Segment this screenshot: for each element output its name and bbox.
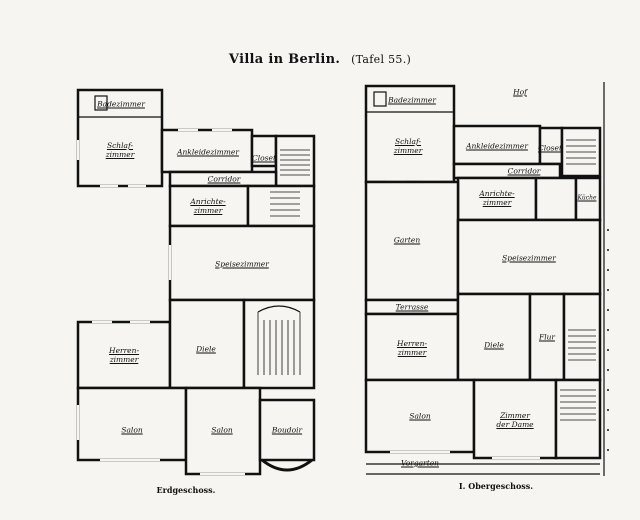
title-sub: (Tafel 55.): [351, 53, 412, 66]
label-u-hof: Hof: [513, 87, 527, 97]
label-g-anrichtezimmer: Anrichte- zimmer: [190, 197, 226, 215]
label-u-closet: Closet: [538, 143, 562, 153]
label-u-herrenzimmer: Herren- zimmer: [397, 339, 427, 357]
label-g-boudoir: Boudoir: [271, 425, 303, 435]
label-u-anrichtezimmer: Anrichte- zimmer: [479, 189, 515, 207]
g-schlaf-block: [76, 88, 164, 188]
label-u-terrasse: Terrasse: [395, 302, 429, 312]
label-u-salon: Salon: [409, 411, 431, 421]
label-u-speisezimmer: Speisezimmer: [502, 253, 556, 263]
label-u-corridor: Corridor: [507, 166, 541, 176]
label-g-speisezimmer: Speisezimmer: [215, 259, 269, 269]
label-u-ankleidezimmer: Ankleidezimmer: [466, 141, 528, 151]
label-g-schlafzimmer: Schlaf- zimmer: [105, 141, 135, 159]
title-main: Villa in Berlin.: [228, 52, 341, 67]
label-g-diele: Diele: [196, 344, 216, 354]
upper-floor-plan: [364, 82, 609, 476]
label-u-flur: Flur: [538, 332, 556, 342]
label-u-garten: Garten: [393, 235, 421, 245]
label-u-vorgarten: Vorgarten: [401, 458, 439, 468]
label-u-diele: Diele: [484, 340, 504, 350]
label-g-salon: Salon: [121, 425, 143, 435]
plate-title: Villa in Berlin. (Tafel 55.): [0, 52, 640, 67]
label-u-schlafzimmer: Schlaf- zimmer: [393, 137, 423, 155]
label-g-corridor: Corridor: [207, 174, 241, 184]
ground-floor-caption: Erdgeschoss.: [156, 485, 216, 495]
label-g-badezimmer: Badezimmer: [97, 99, 145, 109]
label-g-herrenzimmer: Herren- zimmer: [109, 346, 139, 364]
label-g-closet: Closet: [252, 153, 276, 163]
label-u-zimmer-der-dame: Zimmer der Dame: [496, 411, 534, 429]
ground-floor-plan: [76, 88, 316, 476]
label-u-badezimmer: Badezimmer: [388, 95, 436, 105]
label-u-kueche: Küche: [577, 194, 597, 202]
label-g-ankleidezimmer: Ankleidezimmer: [177, 147, 239, 157]
upper-floor-caption: I. Obergeschoss.: [458, 481, 534, 491]
label-g-salon-2: Salon: [211, 425, 233, 435]
